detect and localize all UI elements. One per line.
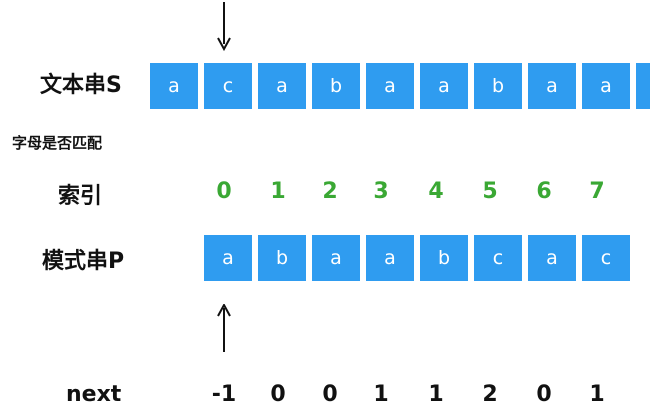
arrow-up-icon: [217, 304, 231, 352]
next-value: 0: [322, 382, 338, 407]
next-value: 0: [270, 382, 286, 407]
pattern-cell: b: [420, 235, 468, 281]
pattern-cell: a: [366, 235, 414, 281]
index-number: 7: [589, 179, 605, 204]
pattern-cell: c: [474, 235, 522, 281]
text-string-label: 文本串S: [40, 73, 122, 98]
index-number: 0: [216, 179, 232, 204]
text-cell: a: [528, 63, 576, 109]
index-number: 2: [322, 179, 338, 204]
text-cell: b: [312, 63, 360, 109]
index-number: 5: [482, 179, 498, 204]
pattern-cell: a: [204, 235, 252, 281]
next-value: 1: [428, 382, 444, 407]
pattern-cell: c: [582, 235, 630, 281]
index-label: 索引: [58, 184, 103, 209]
text-cell: a: [582, 63, 630, 109]
next-value: 2: [482, 382, 498, 407]
pattern-cell: b: [258, 235, 306, 281]
index-number: 4: [428, 179, 444, 204]
pattern-cell: a: [312, 235, 360, 281]
index-number: 3: [373, 179, 389, 204]
text-cell: a: [150, 63, 198, 109]
next-value: -1: [211, 382, 237, 407]
letter-match-label: 字母是否匹配: [12, 134, 103, 152]
text-cell: a: [258, 63, 306, 109]
index-number: 1: [270, 179, 286, 204]
text-cell-partial: [636, 63, 650, 109]
text-cell: a: [366, 63, 414, 109]
next-value: 0: [536, 382, 552, 407]
pattern-string-label: 模式串P: [42, 249, 125, 274]
text-cell: b: [474, 63, 522, 109]
next-value: 1: [589, 382, 605, 407]
arrow-down-icon: [217, 2, 231, 52]
text-cell: c: [204, 63, 252, 109]
next-label: next: [66, 382, 122, 407]
pattern-cell: a: [528, 235, 576, 281]
index-number: 6: [536, 179, 552, 204]
next-value: 1: [373, 382, 389, 407]
text-cell: a: [420, 63, 468, 109]
